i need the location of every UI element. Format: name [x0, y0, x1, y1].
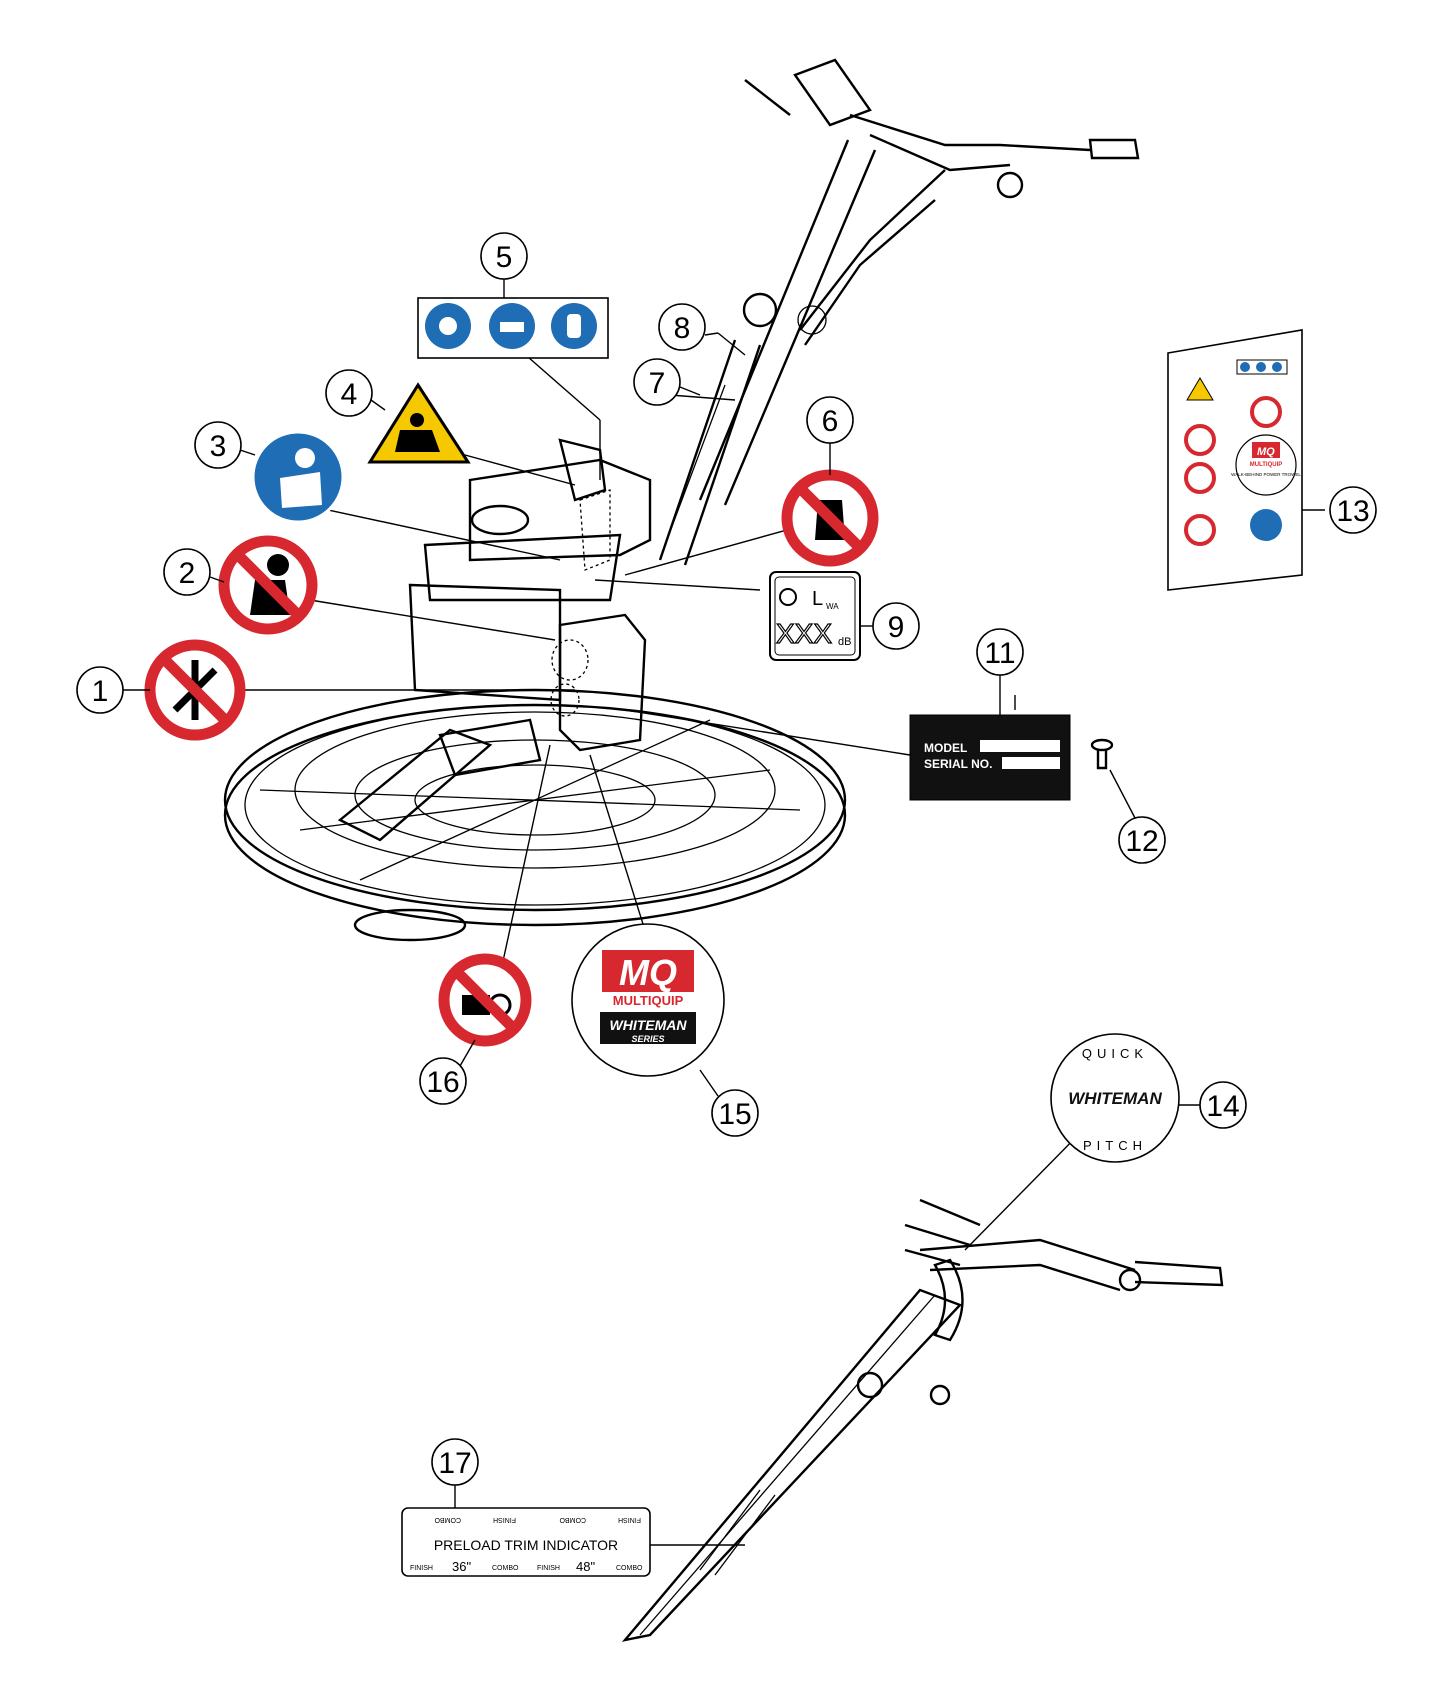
logo-company: MULTIQUIP: [613, 993, 684, 1008]
svg-text:2: 2: [179, 557, 196, 590]
logo-mq: MQ: [619, 952, 677, 993]
upside-finish-1: FINISH: [618, 1516, 641, 1523]
callout-13: 13: [1329, 486, 1377, 534]
power-trowel-drawing: [223, 58, 1140, 942]
sheet-caption: WALK-BEHIND POWER TROWEL: [1231, 472, 1301, 477]
sound-unit: dB: [838, 636, 851, 648]
sheet-company: MULTIQUIP: [1250, 462, 1283, 468]
svg-text:9: 9: [888, 611, 905, 644]
sound-subscript: WA: [826, 602, 839, 611]
logo-series: SERIES: [631, 1034, 664, 1044]
callout-2: 2: [163, 548, 211, 596]
callout-connectors: [123, 279, 1200, 1508]
sheet-logo: MQ: [1257, 446, 1275, 458]
svg-text:8: 8: [674, 312, 691, 345]
decal-14-quick-pitch: QUICK WHITEMAN PITCH: [1050, 1033, 1180, 1163]
trim-title: PRELOAD TRIM INDICATOR: [434, 1537, 618, 1553]
callout-6: 6: [806, 396, 854, 444]
callout-5: 5: [480, 232, 528, 280]
sound-value: XXX: [776, 618, 832, 649]
pitch-text: PITCH: [1083, 1138, 1147, 1153]
callout-16: 16: [419, 1057, 467, 1105]
callout-11: 11: [976, 628, 1024, 676]
decal-15-multiquip-whiteman: MQ MULTIQUIP WHITEMAN SERIES: [571, 923, 725, 1077]
upside-combo-1: COMBO: [559, 1516, 586, 1523]
quick-text: QUICK: [1082, 1046, 1148, 1061]
svg-text:1: 1: [92, 675, 109, 708]
decal-13-decal-sheet: MQ MULTIQUIP WALK-BEHIND POWER TROWEL: [1167, 329, 1303, 591]
callout-9: 9: [872, 602, 920, 650]
decal-5-ppe-required: [417, 297, 609, 359]
upside-combo-2: COMBO: [434, 1516, 461, 1523]
decal-11-model-serial-plate: MODEL SERIAL NO.: [909, 714, 1071, 801]
svg-text:6: 6: [822, 405, 839, 438]
logo-brand: WHITEMAN: [610, 1017, 688, 1033]
callout-8: 8: [658, 303, 706, 351]
svg-text:12: 12: [1125, 825, 1158, 858]
svg-text:14: 14: [1206, 1090, 1239, 1123]
callout-7: 7: [633, 358, 681, 406]
handle-drawing: [621, 1198, 1224, 1642]
svg-text:7: 7: [649, 367, 666, 400]
size-48: 48": [576, 1559, 595, 1574]
size-36: 36": [452, 1559, 471, 1574]
decal-6-no-hands: [781, 469, 879, 567]
svg-text:16: 16: [426, 1066, 459, 1099]
decal-1-no-rotating-parts: [144, 639, 246, 741]
svg-text:5: 5: [496, 241, 513, 274]
svg-text:13: 13: [1336, 495, 1369, 528]
decal-9-sound-power: L WA XXX dB: [769, 571, 861, 661]
leader-lines: [232, 332, 1325, 1546]
decal-4-crush-warning: [367, 382, 471, 464]
decal-16-no-belt-contact: [438, 953, 532, 1047]
sound-symbol: L: [812, 588, 823, 610]
decal-2-no-operator-on-trowel: [218, 535, 318, 635]
finish-48: FINISH: [537, 1565, 560, 1572]
callout-4: 4: [325, 369, 373, 417]
decal-17-preload-trim-indicator: FINISH COMBO FINISH COMBO PRELOAD TRIM I…: [401, 1507, 651, 1577]
combo-48: COMBO: [616, 1565, 643, 1572]
callout-17: 17: [431, 1438, 479, 1486]
callout-15: 15: [711, 1089, 759, 1137]
callout-1: 1: [76, 666, 124, 714]
svg-text:3: 3: [210, 430, 227, 463]
part-12-rivet: [1090, 738, 1114, 770]
callout-14: 14: [1199, 1081, 1247, 1129]
svg-text:17: 17: [438, 1447, 471, 1480]
decal-3-read-manual: [251, 430, 345, 524]
model-label: MODEL: [924, 741, 967, 755]
whiteman-text: WHITEMAN: [1068, 1089, 1162, 1108]
svg-text:11: 11: [984, 637, 1015, 670]
svg-text:4: 4: [341, 378, 358, 411]
upside-finish-2: FINISH: [493, 1516, 516, 1523]
serial-label: SERIAL NO.: [924, 757, 992, 771]
svg-text:15: 15: [718, 1098, 751, 1131]
finish-36: FINISH: [410, 1565, 433, 1572]
combo-36: COMBO: [492, 1565, 519, 1572]
callout-12: 12: [1118, 816, 1166, 864]
callout-3: 3: [194, 421, 242, 469]
